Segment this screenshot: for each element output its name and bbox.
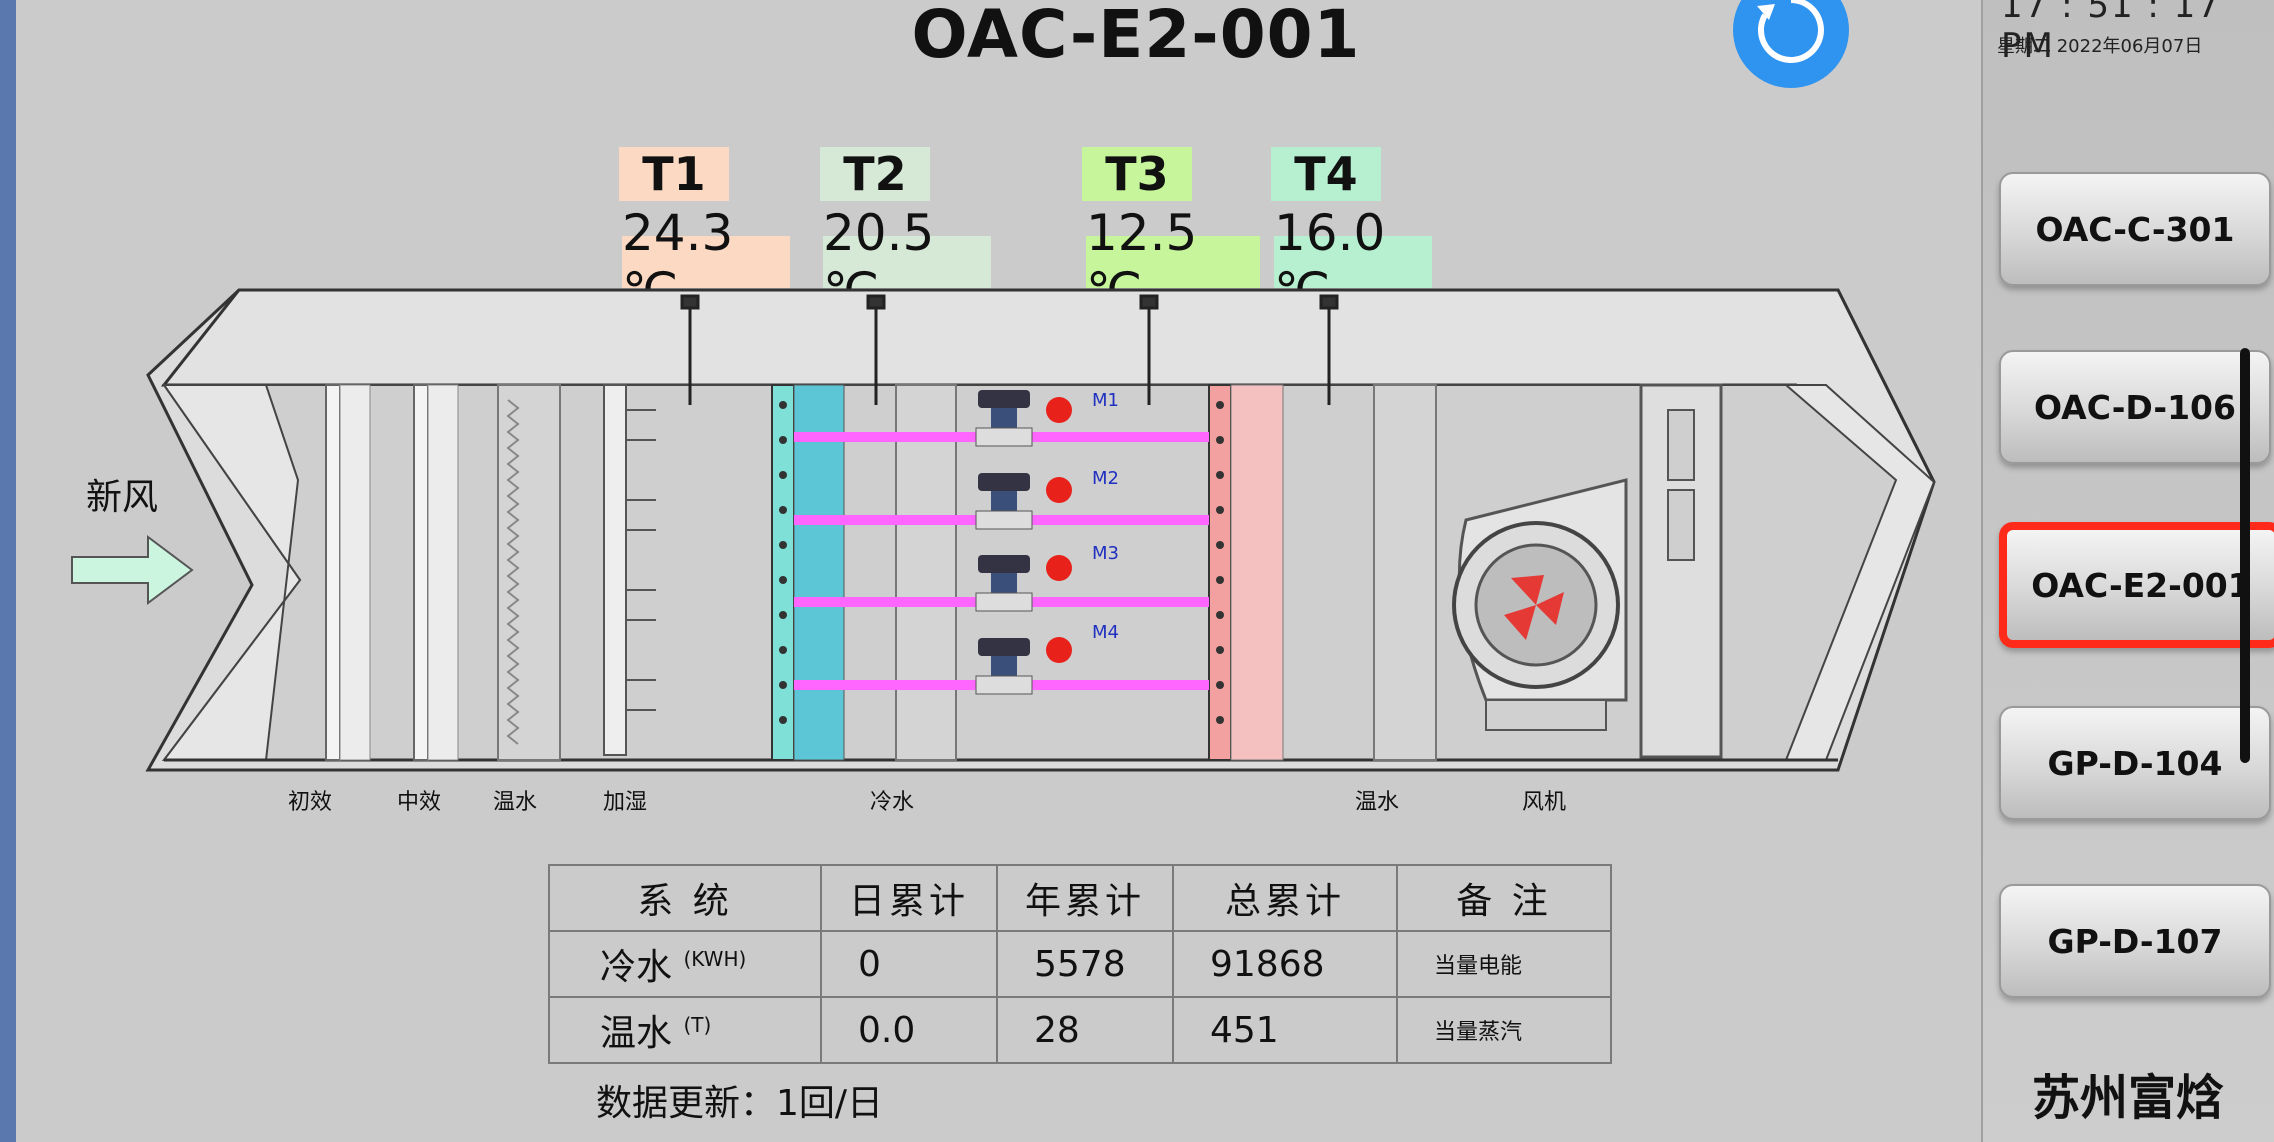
cell-note: 当量蒸汽 bbox=[1396, 996, 1612, 1064]
valve-group bbox=[975, 390, 1072, 695]
primary-filter bbox=[325, 384, 341, 761]
sensor-label-t4: T4 bbox=[1271, 147, 1381, 201]
caption-fan: 风机 bbox=[1522, 790, 1567, 815]
valve-label-m3: M3 bbox=[1092, 543, 1119, 564]
valve-label-m1: M1 bbox=[1092, 390, 1119, 411]
header-system: 系 统 bbox=[548, 864, 822, 932]
warm-coil-3 bbox=[1373, 384, 1437, 761]
valve-label-m2: M2 bbox=[1092, 468, 1119, 489]
ahu-diagram bbox=[71, 288, 1936, 772]
header-note: 备 注 bbox=[1396, 864, 1612, 932]
clock-date: 星期二 2022年06月07日 bbox=[1997, 36, 2203, 57]
table-header-row: 系 统 日累计 年累计 总累计 备 注 bbox=[548, 864, 1612, 932]
caption-warm-water-2: 温水 bbox=[1355, 790, 1400, 815]
nav-button-oac-e2-001[interactable]: OAC-E2-001 bbox=[1999, 522, 2274, 648]
sensor-label-t3: T3 bbox=[1082, 147, 1192, 201]
cell-system: 冷水 (KWH) bbox=[548, 930, 822, 998]
page-title: OAC-E2-001 bbox=[911, 0, 1361, 73]
nav-button-oac-d-106[interactable]: OAC-D-106 bbox=[1999, 350, 2271, 464]
nav-button-gp-d-107[interactable]: GP-D-107 bbox=[1999, 884, 2271, 998]
fresh-air-arrow bbox=[71, 535, 194, 605]
energy-summary-table: 系 统 日累计 年累计 总累计 备 注 冷水 (KWH) 0 5578 9186… bbox=[548, 864, 1612, 1064]
header-total: 总累计 bbox=[1172, 864, 1398, 932]
table-row: 冷水 (KWH) 0 5578 91868 当量电能 bbox=[548, 930, 1612, 998]
medium-filter bbox=[413, 384, 429, 761]
sidebar-scrollbar[interactable] bbox=[2240, 348, 2250, 763]
left-edge-bar bbox=[0, 0, 16, 1142]
cell-yearly: 5578 bbox=[996, 930, 1174, 998]
fresh-air-label: 新风 bbox=[86, 477, 159, 518]
cell-daily: 0.0 bbox=[820, 996, 998, 1064]
refresh-icon bbox=[1757, 0, 1824, 63]
caption-primary-filter: 初效 bbox=[288, 790, 333, 815]
caption-humidifier: 加湿 bbox=[603, 790, 648, 815]
cell-yearly: 28 bbox=[996, 996, 1174, 1064]
nav-button-gp-d-104[interactable]: GP-D-104 bbox=[1999, 706, 2271, 820]
right-sidebar: 17 : 51 : 17 PM 星期二 2022年06月07日 OAC-C-30… bbox=[1981, 0, 2274, 1142]
main-panel: OAC-E2-001 T1 T2 T3 T4 24.3 ℃ 20.5 ℃ 12.… bbox=[16, 0, 1981, 1142]
eliminator bbox=[895, 384, 957, 761]
clock-time: 17 : 51 : 17 PM bbox=[2001, 0, 2221, 66]
cell-system: 温水 (T) bbox=[548, 996, 822, 1064]
brand-name: 苏州富焓 bbox=[2031, 1070, 2224, 1126]
humidifier bbox=[603, 384, 627, 756]
table-row: 温水 (T) 0.0 28 451 当量蒸汽 bbox=[548, 996, 1612, 1064]
header-daily: 日累计 bbox=[820, 864, 998, 932]
cell-note: 当量电能 bbox=[1396, 930, 1612, 998]
caption-medium-filter: 中效 bbox=[397, 790, 442, 815]
sensor-label-t1: T1 bbox=[619, 147, 729, 201]
caption-warm-water-1: 温水 bbox=[493, 790, 538, 815]
sensor-label-t2: T2 bbox=[820, 147, 930, 201]
cell-total: 91868 bbox=[1172, 930, 1398, 998]
cell-total: 451 bbox=[1172, 996, 1398, 1064]
header-yearly: 年累计 bbox=[996, 864, 1174, 932]
valve-label-m4: M4 bbox=[1092, 622, 1119, 643]
fan-unit bbox=[1452, 383, 1723, 759]
caption-cold-water: 冷水 bbox=[870, 790, 915, 815]
cell-daily: 0 bbox=[820, 930, 998, 998]
update-frequency-text: 数据更新：1回/日 bbox=[596, 1083, 884, 1124]
nav-button-oac-c-301[interactable]: OAC-C-301 bbox=[1999, 172, 2271, 286]
